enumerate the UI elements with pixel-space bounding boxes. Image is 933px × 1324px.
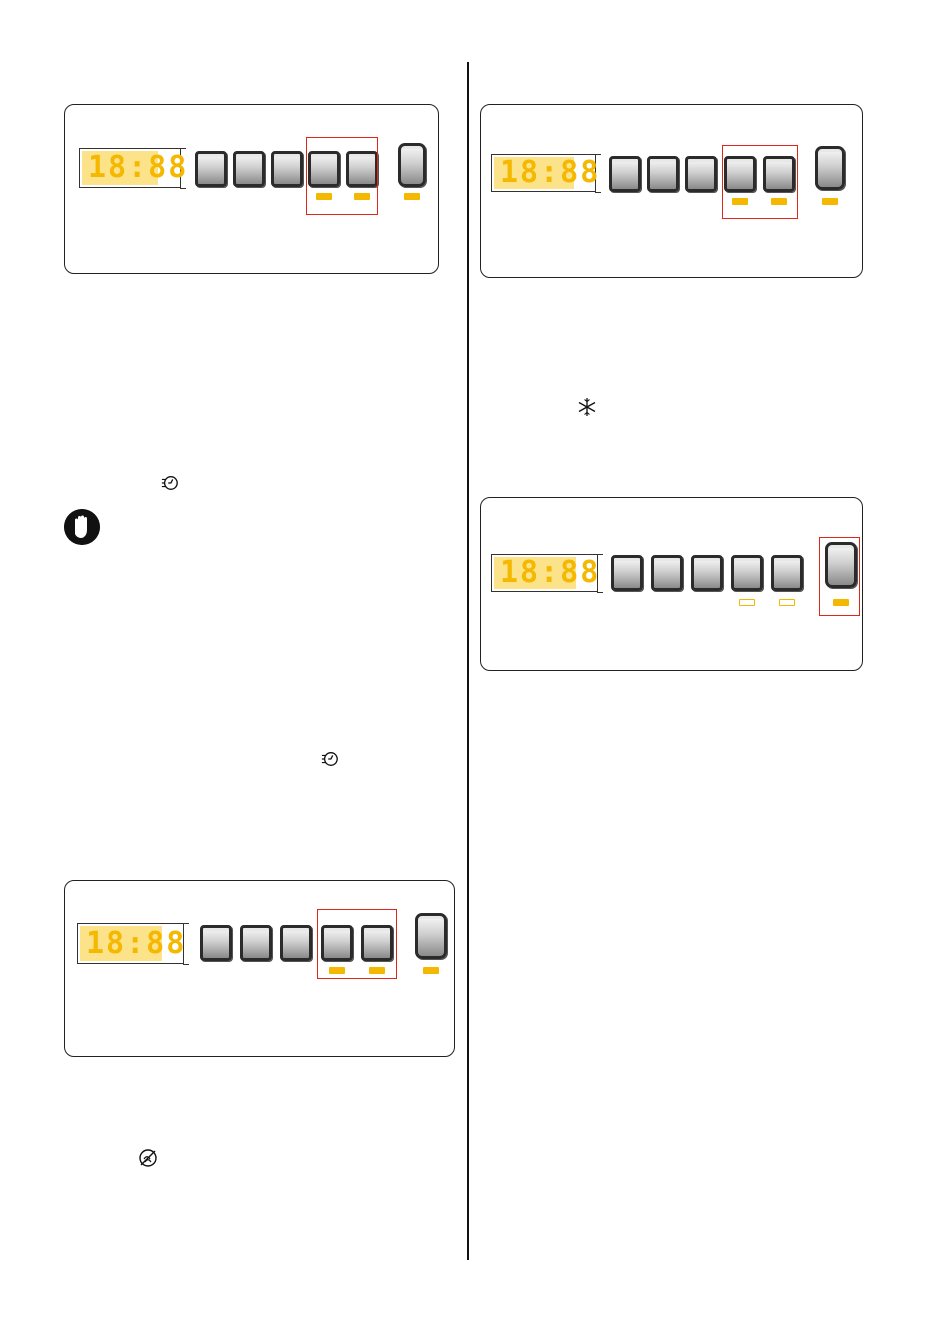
start-pause-button[interactable]	[398, 143, 426, 187]
option-button-1[interactable]	[200, 925, 232, 961]
control-panel-2: 18:88	[480, 104, 863, 278]
control-panel-1: 18:88	[64, 104, 439, 274]
no-crease-icon	[138, 1148, 158, 1168]
start-pause-indicator-led	[404, 193, 420, 200]
column-divider	[467, 62, 469, 1260]
option-button-1[interactable]	[195, 151, 227, 187]
option-button-3[interactable]	[271, 151, 303, 187]
highlight-frame	[722, 145, 798, 219]
highlight-frame	[306, 137, 378, 215]
stop-hand-icon	[64, 509, 100, 545]
option-button-4[interactable]	[731, 555, 763, 591]
display-digits: 18:88	[82, 151, 158, 185]
quick-wash-icon	[321, 750, 339, 768]
display-digits: 18:88	[494, 157, 574, 189]
control-panel-3: 18:88	[64, 880, 455, 1057]
start-pause-indicator-led	[822, 198, 838, 205]
digital-display: 18:88	[491, 554, 598, 592]
digital-display: 18:88	[79, 148, 181, 188]
highlight-frame	[317, 909, 397, 979]
option-5-indicator-led	[779, 599, 795, 606]
display-digits: 18:88	[494, 557, 576, 589]
digital-display: 18:88	[77, 923, 184, 964]
option-button-1[interactable]	[609, 156, 641, 192]
display-digits: 18:88	[80, 926, 162, 961]
snowflake-icon	[577, 397, 597, 417]
option-button-3[interactable]	[280, 925, 312, 961]
option-button-2[interactable]	[240, 925, 272, 961]
digital-display: 18:88	[491, 154, 596, 192]
quick-wash-icon	[161, 474, 179, 492]
option-button-2[interactable]	[233, 151, 265, 187]
option-button-1[interactable]	[611, 555, 643, 591]
option-button-5[interactable]	[771, 555, 803, 591]
option-button-3[interactable]	[691, 555, 723, 591]
start-pause-button[interactable]	[815, 146, 845, 190]
highlight-frame	[819, 537, 860, 616]
option-button-2[interactable]	[651, 555, 683, 591]
start-pause-indicator-led	[423, 967, 439, 974]
option-button-2[interactable]	[647, 156, 679, 192]
option-button-3[interactable]	[685, 156, 717, 192]
option-4-indicator-led	[739, 599, 755, 606]
start-pause-button[interactable]	[415, 913, 447, 959]
control-panel-4: 18:88	[480, 497, 863, 671]
